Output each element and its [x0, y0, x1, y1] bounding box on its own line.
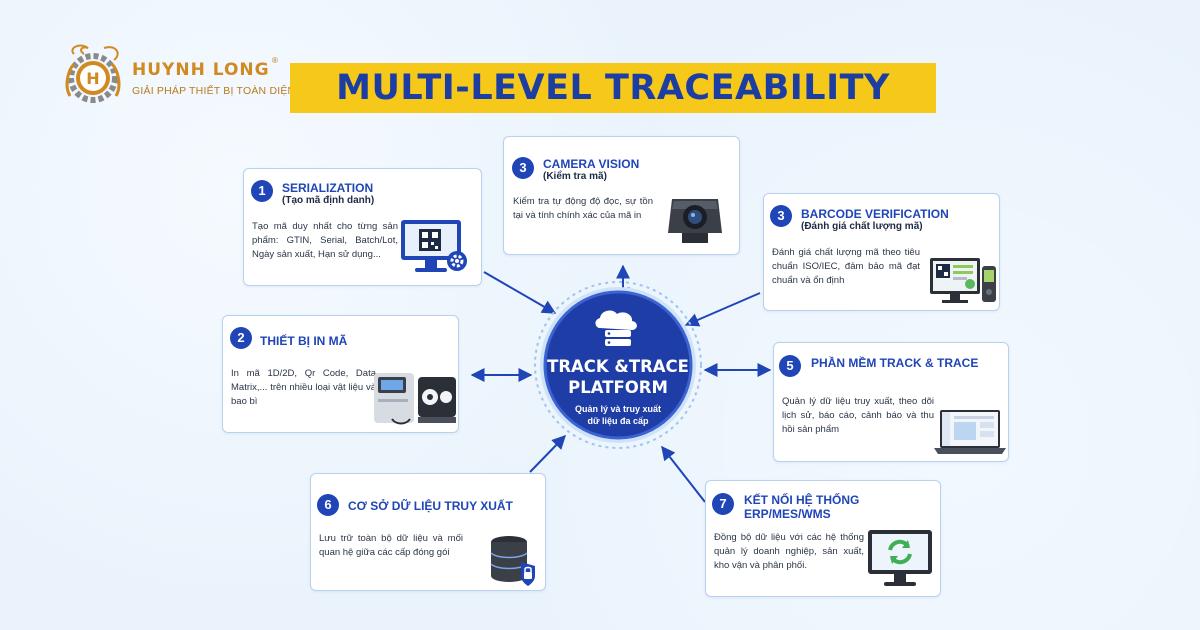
track-trace-platform-hub [534, 281, 702, 449]
step-number: 7 [712, 493, 734, 515]
card-title: SERIALIZATION [282, 181, 374, 195]
platform-title: TRACK &TRACE PLATFORM [547, 357, 689, 397]
card-description: Quản lý dữ liệu truy xuất, theo dõi lịch… [782, 396, 934, 435]
card-serialization: 1 SERIALIZATION (Tạo mã định danh) Tạo m… [243, 168, 482, 286]
arrow-database [529, 434, 566, 473]
card-description: Lưu trữ toàn bộ dữ liệu và mối quan hệ g… [319, 533, 463, 558]
card-subtitle: (Đánh giá chất lượng mã) [801, 221, 923, 232]
card-title: CAMERA VISION [543, 157, 640, 171]
barcode-verifier-icon [930, 258, 996, 303]
card-title: CƠ SỞ DỮ LIỆU TRUY XUẤT [348, 499, 513, 513]
arrow-barcode [684, 292, 761, 327]
step-number: 2 [230, 327, 252, 349]
step-number: 3 [512, 157, 534, 179]
registered-mark: ® [272, 56, 278, 65]
card-title: THIẾT BỊ IN MÃ [260, 334, 348, 348]
card-erp-mes-wms: 7 KẾT NỐI HỆ THỐNG ERP/MES/WMS Đồng bộ d… [705, 480, 941, 597]
step-number: 6 [317, 494, 339, 516]
card-traceability-database: 6 CƠ SỞ DỮ LIỆU TRUY XUẤT Lưu trữ toàn b… [310, 473, 546, 591]
card-title: BARCODE VERIFICATION [801, 207, 949, 221]
card-barcode-verification: 3 BARCODE VERIFICATION (Đánh giá chất lư… [763, 193, 1000, 311]
brand-logo: H HUYNH LONG ® GIẢI PHÁP THIẾT BỊ TOÀN D… [60, 40, 295, 110]
card-subtitle: (Kiểm tra mã) [543, 171, 607, 182]
camera-icon [668, 199, 722, 243]
step-number: 5 [779, 355, 801, 377]
brand-name: HUYNH LONG [132, 60, 270, 80]
cloud-database-icon [595, 310, 637, 346]
card-printer: 2 THIẾT BỊ IN MÃ In mã 1D/2D, Qr Code, D… [222, 315, 459, 433]
card-camera-vision: 3 CAMERA VISION (Kiểm tra mã) Kiểm tra t… [503, 136, 740, 255]
printer-device-icon [374, 373, 456, 425]
dragon-gear-logo-icon: H [65, 44, 121, 103]
arrow-erp [661, 445, 706, 503]
card-subtitle: (Tạo mã định danh) [282, 195, 375, 206]
card-description: Đồng bộ dữ liệu với các hệ thống quản lý… [714, 532, 864, 571]
card-description: Tạo mã duy nhất cho từng sản phẩm: GTIN,… [252, 221, 398, 260]
card-description: In mã 1D/2D, Qr Code, Data Matrix,... tr… [231, 368, 376, 407]
svg-text:H: H [86, 69, 99, 88]
card-track-trace-software: 5 PHẦN MỀM TRACK & TRACE Quản lý dữ liệu… [773, 342, 1009, 462]
brand-tagline: GIẢI PHÁP THIẾT BỊ TOÀN DIỆN [132, 85, 296, 97]
monitor-sync-icon [868, 530, 932, 586]
page-title: MULTI-LEVEL TRACEABILITY [290, 63, 936, 113]
arrow-serialization [483, 271, 557, 314]
card-title: KẾT NỐI HỆ THỐNG ERP/MES/WMS [744, 493, 860, 521]
card-description: Kiểm tra tự động độ đọc, sự tồn tại và t… [513, 196, 653, 221]
platform-subtitle: Quản lý và truy xuất dữ liệu đa cấp [574, 404, 662, 426]
step-number: 1 [251, 180, 273, 202]
card-title: PHẦN MỀM TRACK & TRACE [811, 356, 979, 370]
card-description: Đánh giá chất lượng mã theo tiêu chuẩn I… [772, 247, 920, 286]
database-lock-icon [490, 536, 535, 586]
step-number: 3 [770, 205, 792, 227]
laptop-dashboard-icon [934, 410, 1006, 454]
monitor-qr-gear-icon [401, 220, 467, 272]
